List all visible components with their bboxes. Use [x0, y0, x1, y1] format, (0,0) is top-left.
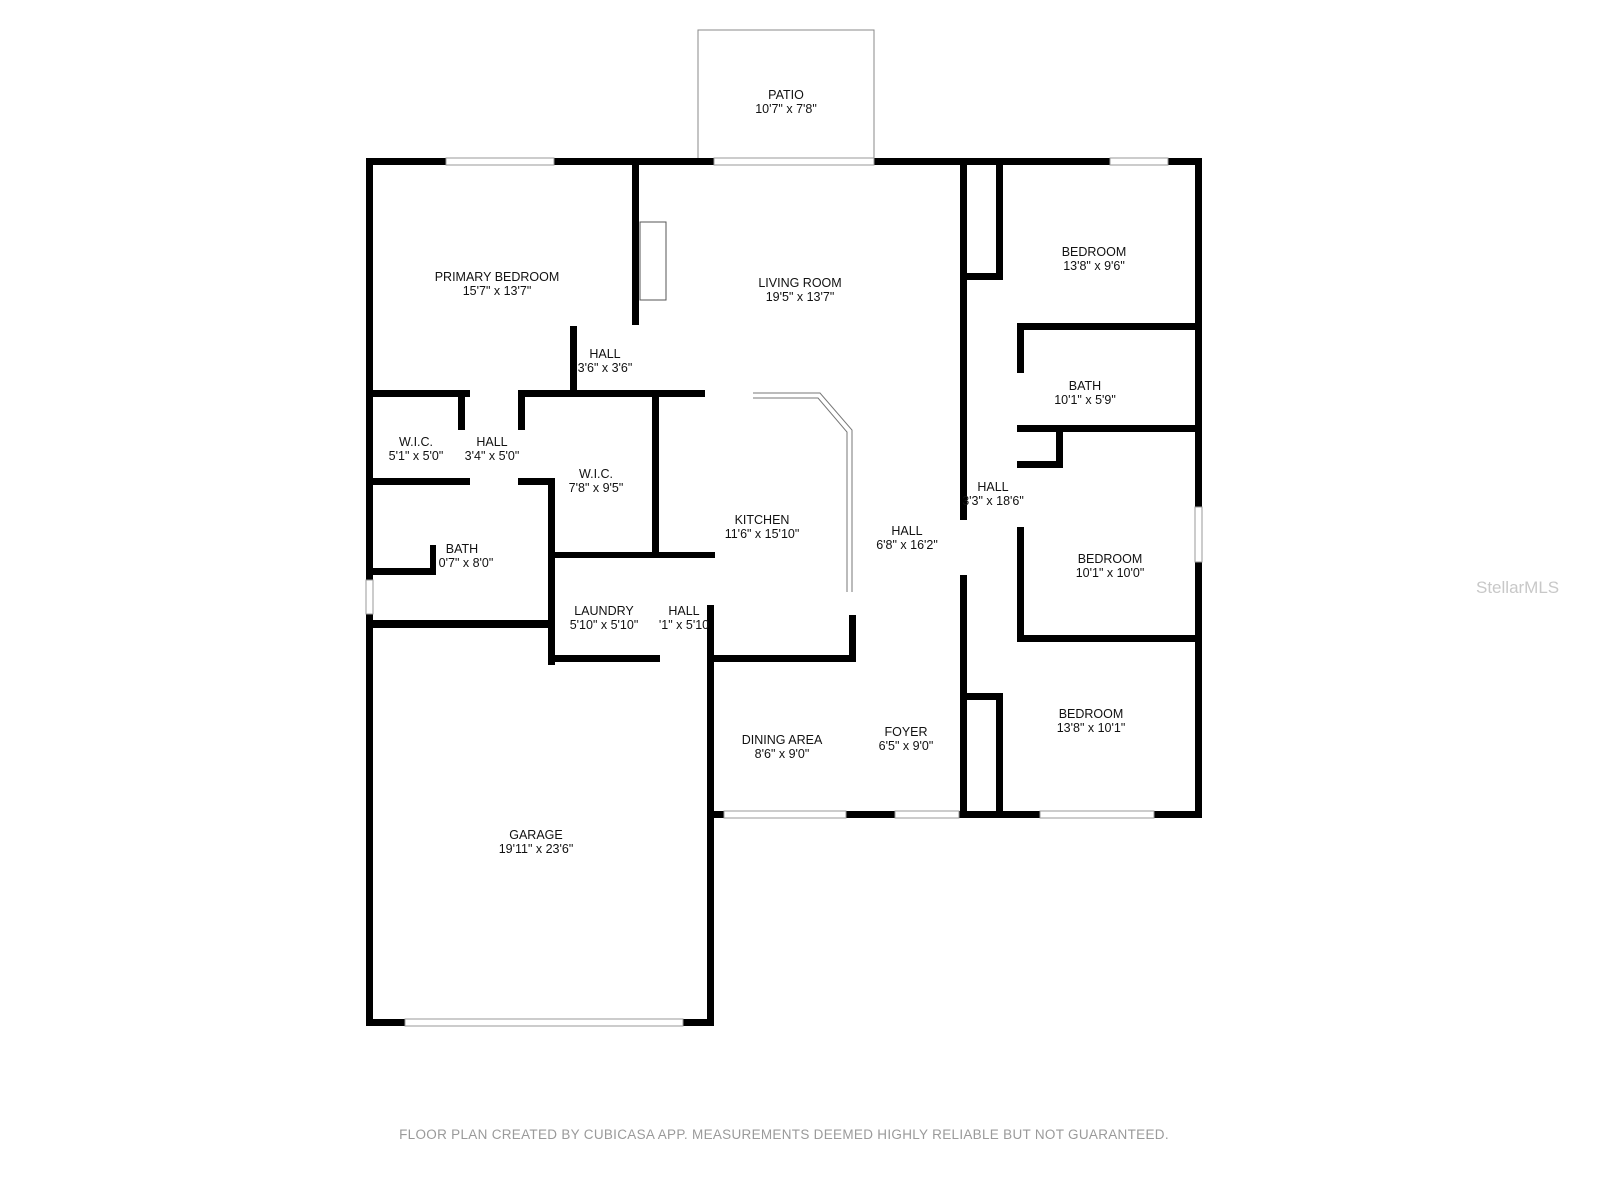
room-name: BEDROOM [1078, 552, 1143, 566]
room-size: 6'5" x 9'0" [879, 739, 934, 753]
room-name: BATH [1069, 379, 1101, 393]
room-name: KITCHEN [735, 513, 790, 527]
room-size: 8'6" x 9'0" [755, 747, 810, 761]
room-name: W.I.C. [579, 467, 613, 481]
room-name: BATH [446, 542, 478, 556]
fireplace-icon [639, 221, 667, 301]
room-size: 3'4" x 5'0" [465, 449, 520, 463]
room-size: 5'10" x 5'10" [570, 618, 639, 632]
room-size: '1" x 5'10 [659, 618, 709, 632]
room-name: PRIMARY BEDROOM [435, 270, 560, 284]
room-name: BEDROOM [1062, 245, 1127, 259]
kitchen-counter [753, 392, 853, 592]
room-size: 13'8" x 9'6" [1063, 259, 1125, 273]
room-size: 10'1" x 10'0" [1076, 566, 1145, 580]
room-size: 15'7" x 13'7" [463, 284, 532, 298]
room-name: HALL [891, 524, 922, 538]
room-size: 5'1" x 5'0" [389, 449, 444, 463]
room-size: 10'7" x 7'8" [755, 102, 817, 116]
room-size: 6'8" x 16'2" [876, 538, 938, 552]
walls [365, 157, 1203, 1027]
room-size: 10'1" x 5'9" [1054, 393, 1116, 407]
room-name: FOYER [884, 725, 927, 739]
room-name: GARAGE [509, 828, 563, 842]
room-name: BEDROOM [1059, 707, 1124, 721]
room-size: 19'11" x 23'6" [499, 842, 574, 856]
room-size: 19'5" x 13'7" [766, 290, 835, 304]
room-name: HALL [668, 604, 699, 618]
room-size: 13'8" x 10'1" [1057, 721, 1126, 735]
room-name: HALL [476, 435, 507, 449]
watermark: StellarMLS [1476, 578, 1560, 597]
room-size: 0'7" x 8'0" [439, 556, 494, 570]
room-name: DINING AREA [742, 733, 823, 747]
room-name: LIVING ROOM [758, 276, 841, 290]
room-size: 3'6" x 3'6" [578, 361, 633, 375]
room-size: 11'6" x 15'10" [725, 527, 800, 541]
room-name: HALL [589, 347, 620, 361]
footer-disclaimer: FLOOR PLAN CREATED BY CUBICASA APP. MEAS… [399, 1127, 1169, 1142]
room-size: 7'8" x 9'5" [569, 481, 624, 495]
room-name: PATIO [768, 88, 804, 102]
room-name: LAUNDRY [574, 604, 634, 618]
room-name: HALL [977, 480, 1008, 494]
room-size: 3'3" x 18'6" [962, 494, 1024, 508]
room-name: W.I.C. [399, 435, 433, 449]
